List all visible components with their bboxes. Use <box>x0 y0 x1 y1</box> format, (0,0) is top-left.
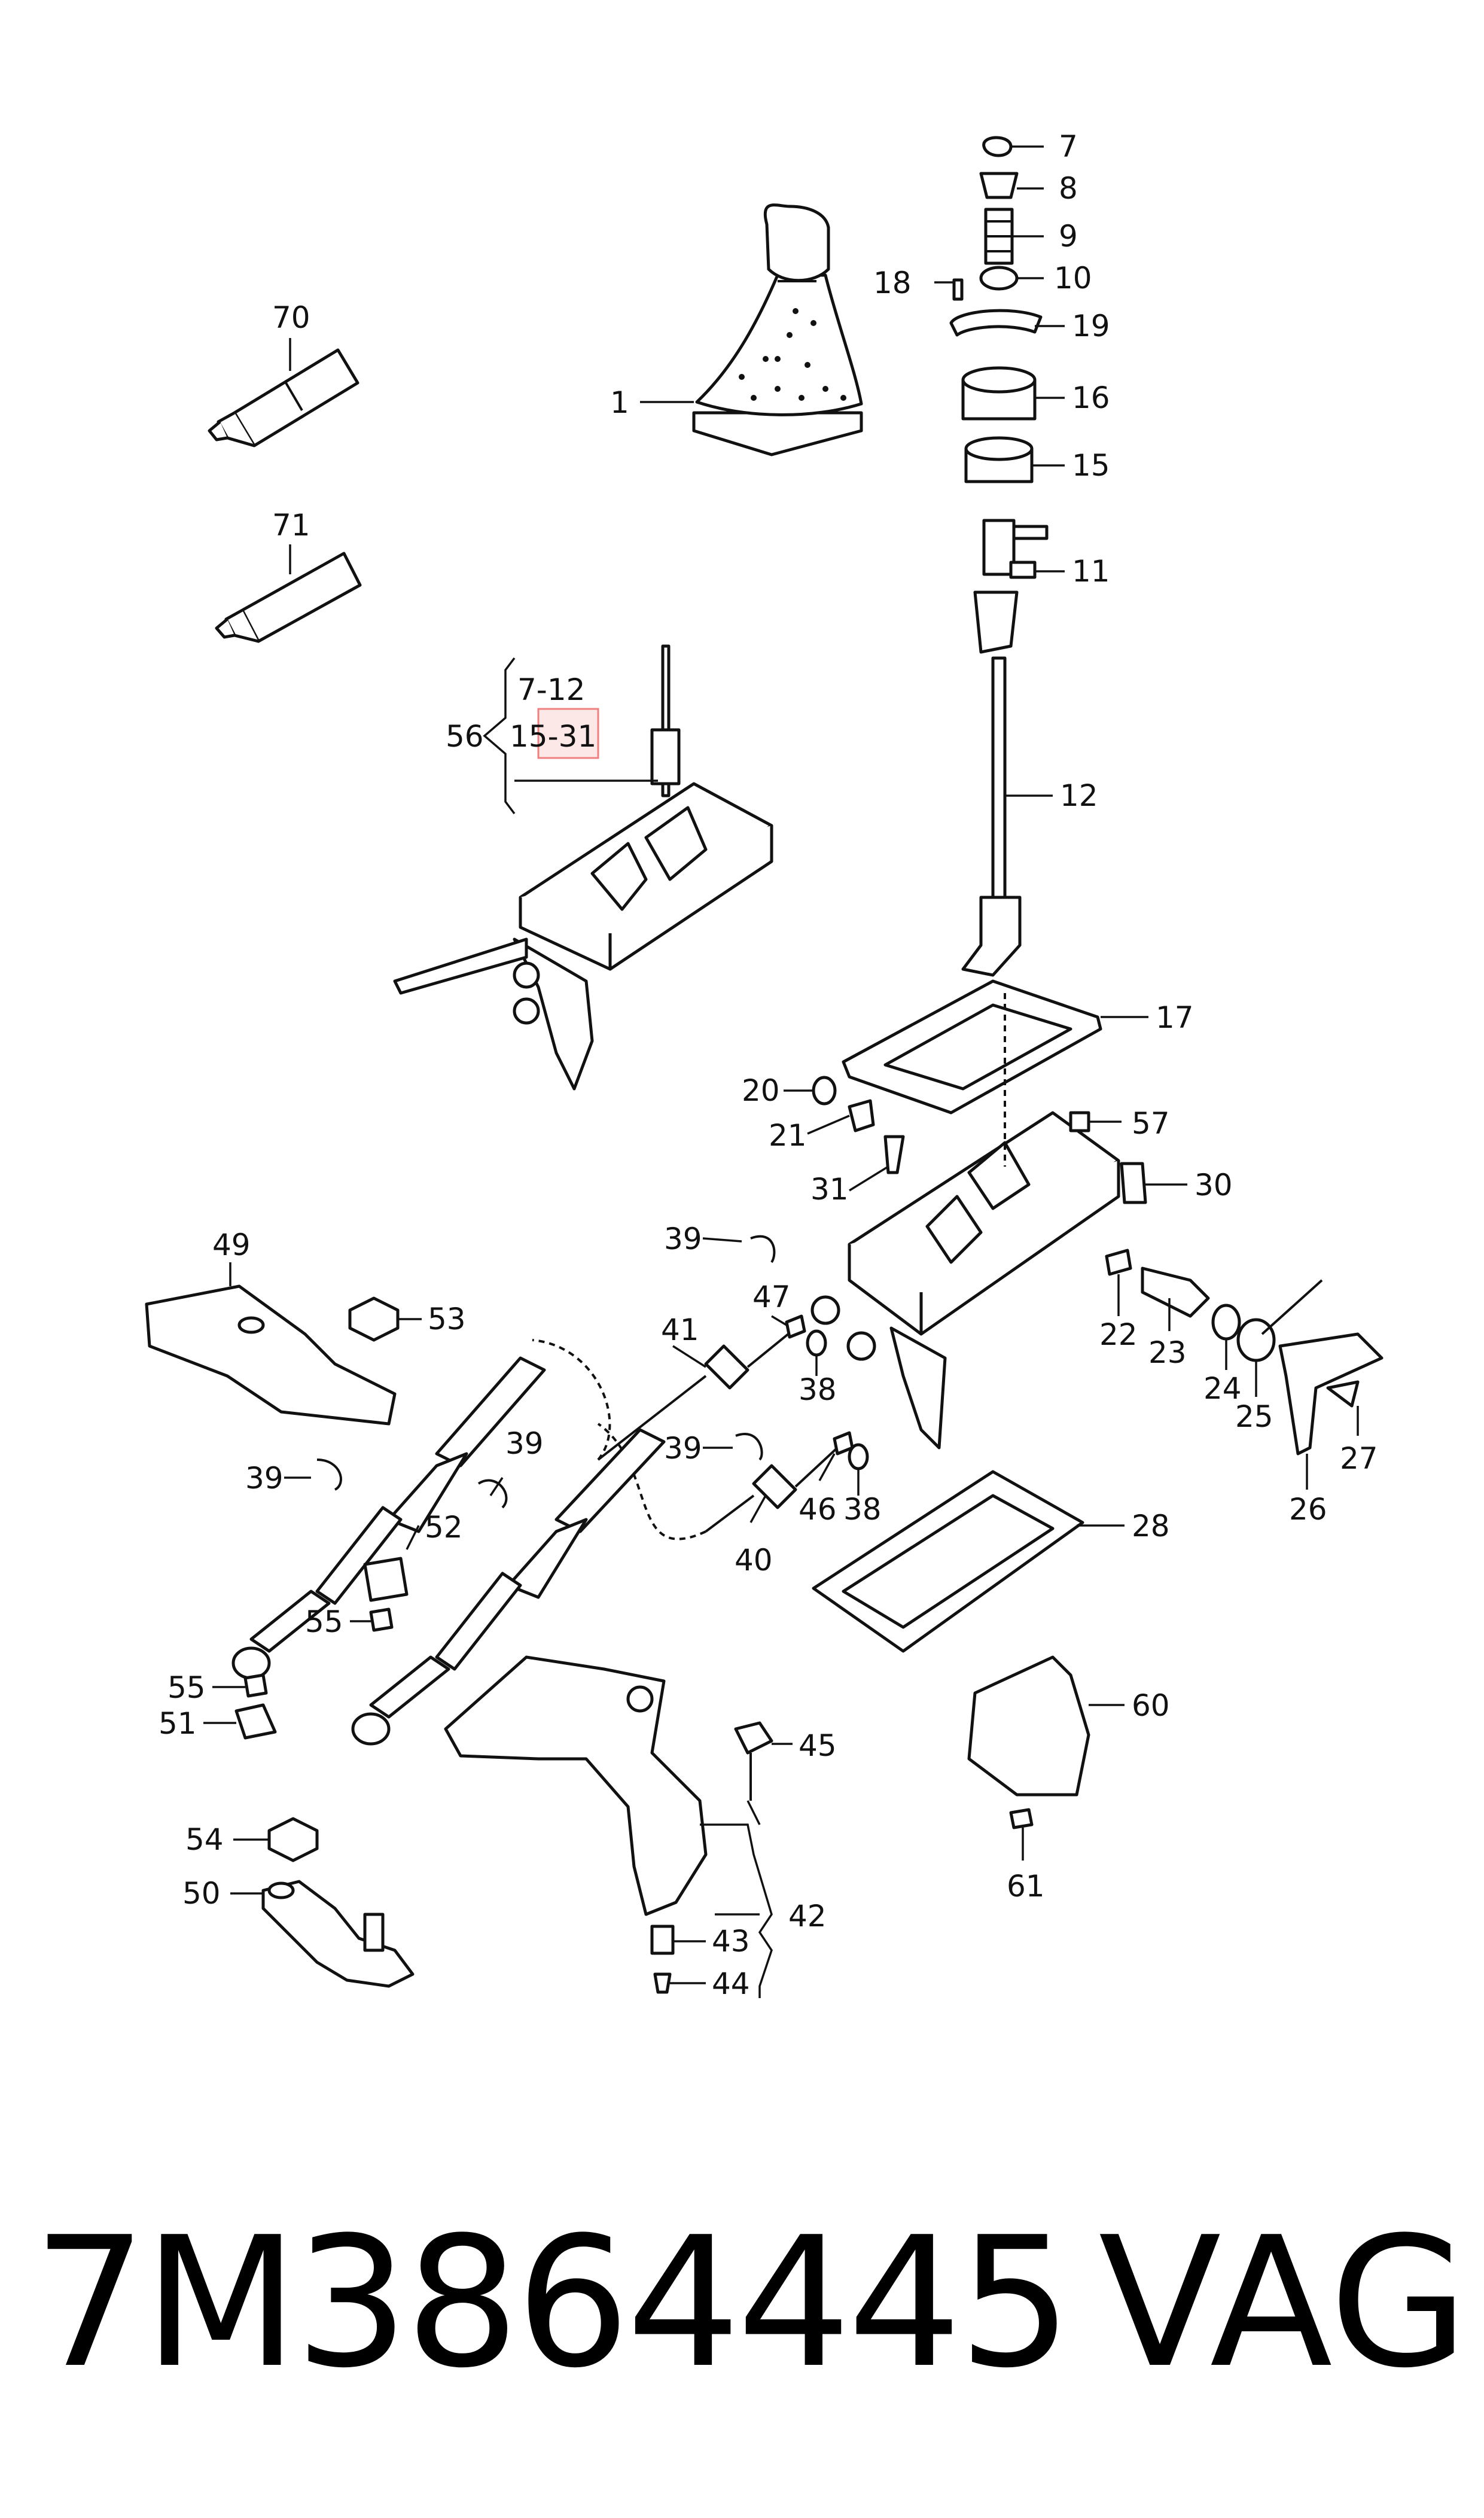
callout-23: 23 <box>1148 1335 1187 1370</box>
callout-19: 19 <box>1072 309 1110 343</box>
callout-10: 10 <box>1054 261 1092 296</box>
bushing-43 <box>650 1925 675 1955</box>
bracket-42 <box>444 1655 708 1916</box>
callout-43: 43 <box>712 1924 750 1959</box>
shifter-housing <box>810 1111 1120 1450</box>
callout-56: 56 <box>446 719 484 754</box>
callout-38a: 38 <box>799 1372 837 1407</box>
callout-8: 8 <box>1059 171 1078 206</box>
callout-40: 40 <box>735 1543 773 1578</box>
clip-39d <box>477 1479 508 1509</box>
callout-57: 57 <box>1132 1106 1170 1141</box>
callout-31: 31 <box>810 1172 849 1207</box>
bushing-25 <box>1236 1318 1276 1362</box>
lever-26 <box>1278 1332 1384 1456</box>
callout-15: 15 <box>1072 448 1110 483</box>
callout-51: 51 <box>159 1706 197 1741</box>
callout-55b: 55 <box>167 1670 206 1705</box>
callout-24: 24 <box>1203 1371 1242 1406</box>
callout-39c: 39 <box>245 1461 284 1496</box>
callout-38b: 38 <box>843 1492 882 1527</box>
callout-26: 26 <box>1289 1492 1327 1527</box>
cable-assembly-left <box>231 1356 666 1746</box>
clip-39c <box>316 1459 342 1491</box>
grease-tube-71 <box>215 552 362 643</box>
clip-30 <box>1120 1162 1147 1204</box>
assembly-56-range-b: 15-31 <box>510 719 596 754</box>
callout-21: 21 <box>769 1118 807 1153</box>
callout-60: 60 <box>1132 1688 1170 1723</box>
brand-name: VAG <box>1098 2199 1468 2407</box>
nut-54 <box>267 1817 319 1862</box>
callout-28: 28 <box>1132 1509 1170 1543</box>
shift-cable-40 <box>705 1447 839 1533</box>
callout-1: 1 <box>610 385 629 420</box>
callout-61: 61 <box>1007 1869 1045 1904</box>
callout-20: 20 <box>742 1073 780 1108</box>
clip-31 <box>883 1135 905 1174</box>
callout-45: 45 <box>799 1728 837 1763</box>
shift-rod-stack <box>949 136 1049 977</box>
callout-39d: 39 <box>505 1426 544 1461</box>
callout-39a: 39 <box>664 1222 702 1256</box>
callout-7: 7 <box>1059 129 1078 164</box>
cable-routing-dash <box>532 1339 611 1461</box>
callout-27: 27 <box>1340 1441 1378 1476</box>
shift-cable-41 <box>597 1327 797 1461</box>
callout-42: 42 <box>788 1899 827 1934</box>
callout-44: 44 <box>712 1966 750 2001</box>
callout-11: 11 <box>1072 554 1110 589</box>
heat-shield-60 <box>967 1655 1090 1797</box>
lever-49 <box>145 1284 397 1426</box>
assembly-56-range-a: 7-12 <box>517 672 585 707</box>
pin-21 <box>848 1099 875 1132</box>
callout-39b: 39 <box>664 1431 702 1466</box>
callout-46: 46 <box>799 1492 837 1527</box>
nut-53 <box>348 1296 400 1342</box>
pin-44 <box>653 1972 672 1994</box>
callout-70: 70 <box>272 300 310 335</box>
bolt-23 <box>1141 1266 1210 1318</box>
callout-52: 52 <box>425 1510 463 1545</box>
part-number: 7M3864445 <box>33 2199 1072 2407</box>
callout-22: 22 <box>1099 1317 1138 1352</box>
nut-47 <box>785 1314 806 1339</box>
lever-50 <box>261 1880 415 1988</box>
callout-9: 9 <box>1059 219 1078 254</box>
clip-39b <box>735 1433 763 1461</box>
callout-49: 49 <box>212 1228 251 1262</box>
callout-54: 54 <box>185 1822 224 1857</box>
callout-55a: 55 <box>305 1604 343 1639</box>
exploded-parts-diagram: 7 8 9 10 18 19 16 15 11 12 1 70 71 56 7-… <box>145 129 1384 2001</box>
callout-50: 50 <box>182 1876 221 1911</box>
callout-53: 53 <box>428 1302 466 1336</box>
callout-16: 16 <box>1072 380 1110 415</box>
callout-12: 12 <box>1060 778 1098 813</box>
callout-47: 47 <box>752 1280 791 1314</box>
bolt-27 <box>1326 1380 1360 1408</box>
callout-71: 71 <box>272 508 310 543</box>
bolt-45 <box>734 1721 773 1755</box>
shifter-assembly-56 <box>393 644 773 1091</box>
clip-39a <box>750 1235 776 1263</box>
bushing-20 <box>812 1076 837 1106</box>
bolt-61 <box>1009 1808 1034 1829</box>
highlight-box <box>537 708 599 759</box>
grease-tube-70 <box>208 348 359 447</box>
callout-41: 41 <box>661 1313 699 1347</box>
washer-24 <box>1211 1304 1241 1341</box>
callout-30: 30 <box>1194 1168 1233 1202</box>
caption: 7M3864445 VAG <box>33 2213 1468 2465</box>
callout-18: 18 <box>873 266 912 300</box>
tray-28 <box>812 1470 1084 1653</box>
bushing-38a <box>806 1329 827 1357</box>
bushing-22 <box>1105 1249 1132 1276</box>
nut-46 <box>833 1431 854 1456</box>
gear-knob-boot-1 <box>692 203 863 456</box>
nut-57 <box>1069 1111 1090 1132</box>
gasket-17 <box>842 979 1102 1115</box>
callout-17: 17 <box>1156 1000 1194 1035</box>
callout-25: 25 <box>1235 1399 1273 1434</box>
